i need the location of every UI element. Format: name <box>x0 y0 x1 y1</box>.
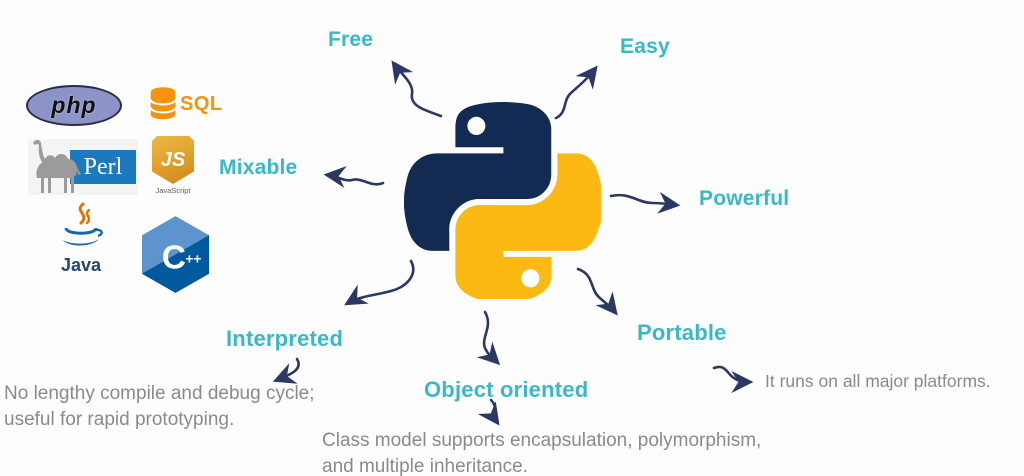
object-oriented-note: Class model supports encapsulation, poly… <box>322 428 761 476</box>
cpp-plusplus-text: ++ <box>185 251 201 266</box>
sql-logo-icon: SQL <box>148 86 223 123</box>
arrow-interpreted-to-note <box>272 357 300 384</box>
java-logo-icon: Java <box>52 202 110 276</box>
java-logo-text: Java <box>60 255 102 275</box>
interpreted-note-line2: useful for rapid prototyping. <box>4 409 235 431</box>
feature-label-interpreted: Interpreted <box>226 326 344 351</box>
java-cup-icon <box>63 202 103 246</box>
feature-label-object-oriented: Object oriented <box>424 377 589 402</box>
cpp-hexagon-icon: C ++ <box>142 216 209 293</box>
object-note-line2: and multiple inheritance. <box>322 456 528 476</box>
perl-logo-box: Perl <box>70 150 136 184</box>
arrow-to-powerful <box>609 191 681 214</box>
arrow-portable-to-note <box>712 365 754 394</box>
portable-note: It runs on all major platforms. <box>765 371 991 391</box>
feature-label-easy: Easy <box>620 35 670 58</box>
cpp-c-text: C <box>162 239 186 276</box>
python-logo-icon <box>404 102 601 299</box>
object-note-line1: Class model supports encapsulation, poly… <box>322 430 762 451</box>
sql-logo-text: SQL <box>180 93 223 115</box>
interpreted-note: No lengthy compile and debug cycle; usef… <box>4 381 315 433</box>
perl-logo-icon: Perl <box>28 137 138 197</box>
arrow-to-object-oriented <box>476 310 501 366</box>
camel-icon <box>33 140 81 193</box>
js-shield-icon: JS <box>152 136 194 184</box>
php-logo-text: php <box>51 92 97 118</box>
javascript-logo-icon: JS JavaScript <box>150 136 196 195</box>
feature-label-powerful: Powerful <box>699 187 790 210</box>
interpreted-note-line1: No lengthy compile and debug cycle; <box>4 383 315 404</box>
js-badge-text: JS <box>160 148 186 171</box>
feature-label-portable: Portable <box>637 320 727 345</box>
arrow-to-mixable <box>323 165 385 188</box>
feature-label-mixable: Mixable <box>219 156 298 179</box>
cpp-logo-icon: C ++ <box>142 216 209 293</box>
arrow-object-to-note <box>477 398 500 426</box>
javascript-caption: JavaScript <box>155 186 191 195</box>
database-cylinder-icon <box>149 87 177 120</box>
perl-logo-text: Perl <box>83 153 123 180</box>
feature-label-free: Free <box>328 28 374 51</box>
php-logo-icon: php <box>26 85 122 126</box>
